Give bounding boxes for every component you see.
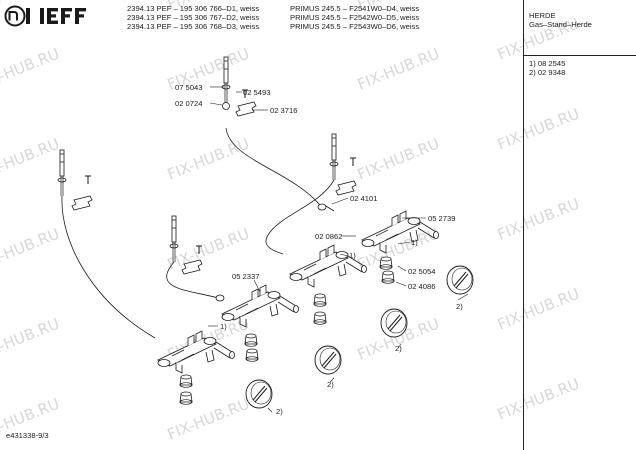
subcategory-label: Gas–Stand–Herde bbox=[529, 20, 592, 29]
note-marker-2d: 2) bbox=[276, 407, 283, 416]
thermocouple-1 bbox=[221, 56, 257, 117]
lead-wire-2 bbox=[61, 195, 156, 339]
footer-drawing-code: e431338-9/3 bbox=[6, 431, 49, 440]
header-model-line-1: PRIMUS 245.5 – F2541W0–D4, weiss bbox=[290, 4, 420, 13]
right-panel-separator bbox=[523, 55, 636, 56]
note-marker-2b: 2) bbox=[395, 344, 402, 353]
callout-02-4086: 02 4086 bbox=[408, 282, 436, 291]
header-model-line-3: PRIMUS 245.5 – F2543W0–D6, weiss bbox=[290, 22, 420, 31]
jet-nut-2 bbox=[245, 348, 259, 362]
callout-07-5043: 07 5043 bbox=[175, 83, 203, 92]
callout-02-4101: 02 4101 bbox=[350, 194, 378, 203]
thermocouple-3 bbox=[169, 215, 203, 275]
right-panel-divider bbox=[523, 0, 524, 450]
jet-small-3 bbox=[313, 293, 327, 307]
callout-02-5493: 02 5493 bbox=[243, 88, 271, 97]
note-marker-1a: 1) bbox=[349, 251, 356, 260]
jet-small-4 bbox=[379, 256, 393, 270]
callout-02-5054: 02 5054 bbox=[408, 267, 436, 276]
jet-nut-4 bbox=[381, 270, 395, 284]
callout-02-0724: 02 0724 bbox=[175, 99, 203, 108]
callout-02-0862: 02 0862 bbox=[315, 232, 343, 241]
control-knob-1 bbox=[245, 379, 273, 409]
header-model-line-2: PRIMUS 245.5 – F2542W0–D5, weiss bbox=[290, 13, 420, 22]
jet-nut-3 bbox=[313, 311, 327, 325]
thermocouple-2 bbox=[57, 149, 93, 211]
neff-logo bbox=[4, 5, 86, 27]
lead-wire-3 bbox=[166, 261, 219, 299]
control-knob-4 bbox=[446, 265, 474, 295]
control-knob-3 bbox=[380, 308, 408, 338]
callout-05-2337: 05 2337 bbox=[232, 272, 260, 281]
note-marker-1c: 1) bbox=[220, 322, 227, 331]
note-1: 1) 08 2545 bbox=[529, 59, 566, 68]
callout-02-3716: 02 3716 bbox=[270, 106, 298, 115]
gas-valve-1 bbox=[157, 330, 235, 374]
note-2: 2) 02 9348 bbox=[529, 68, 566, 77]
note-marker-1b: 1) bbox=[411, 238, 418, 247]
note-marker-2c: 2) bbox=[327, 380, 334, 389]
coupling-upper bbox=[317, 203, 335, 212]
thermocouple-4 bbox=[329, 133, 357, 196]
control-knob-2 bbox=[314, 345, 342, 375]
note-marker-2a: 2) bbox=[456, 302, 463, 311]
lead-wire-1 bbox=[225, 127, 321, 206]
leader-lines bbox=[208, 86, 469, 413]
header-part-line-1: 2394.13 PEF – 195 306 766–D1, weiss bbox=[127, 4, 260, 13]
jet-nut-1 bbox=[179, 391, 193, 405]
jet-small-2 bbox=[244, 333, 258, 347]
coupling-lower bbox=[215, 294, 225, 302]
jet-small-1 bbox=[179, 374, 193, 388]
lead-wire-4 bbox=[265, 179, 335, 255]
gas-valve-2 bbox=[221, 284, 299, 328]
header-part-line-3: 2394.13 PEF – 195 306 768–D3, weiss bbox=[127, 22, 260, 31]
category-label: HERDE bbox=[529, 11, 556, 20]
header-part-line-2: 2394.13 PEF – 195 306 767–D2, weiss bbox=[127, 13, 260, 22]
callout-05-2739: 05 2739 bbox=[428, 214, 456, 223]
